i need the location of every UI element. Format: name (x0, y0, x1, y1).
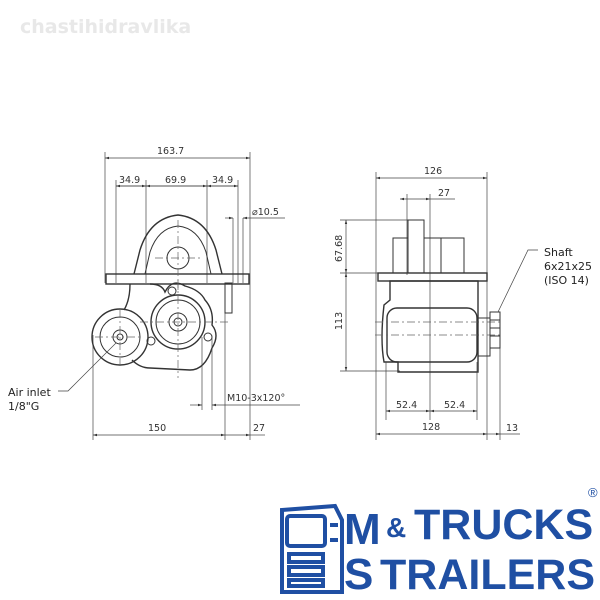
dim-hole-right: 34.9 (212, 175, 233, 186)
logo-registered-mark: ® (588, 485, 598, 500)
shaft-label: Shaft (544, 246, 573, 259)
logo-letter-m: M (344, 505, 381, 554)
dim-hole-center: 69.9 (165, 175, 186, 186)
dim-top-width: 126 (424, 166, 442, 177)
shaft-standard: (ISO 14) (544, 274, 589, 287)
dim-half-left: 52.4 (396, 400, 417, 411)
dim-body-height: 113 (334, 312, 345, 330)
logo-letter-s: S (344, 550, 374, 599)
dim-hole-diameter: ⌀10.5 (252, 207, 279, 218)
air-inlet-label: Air inlet (8, 386, 51, 399)
truck-logo-icon (280, 503, 344, 594)
dim-hole-left: 34.9 (119, 175, 140, 186)
dim-bottom-offset: 27 (253, 423, 265, 434)
dim-overall-width: 163.7 (157, 146, 184, 157)
dim-offset: 27 (438, 188, 450, 199)
logo-ampersand: & (386, 512, 407, 543)
dim-thread: M10-3x120° (227, 393, 285, 404)
dim-half-right: 52.4 (444, 400, 465, 411)
front-view: 163.7 34.9 69.9 34.9 ⌀10.5 (8, 146, 300, 440)
dim-upper-height: 67.68 (334, 235, 345, 262)
air-inlet-size: 1/8"G (8, 400, 39, 413)
side-view: 126 27 67.68 113 (334, 166, 592, 440)
logo-word-trailers: TRAILERS (380, 551, 595, 599)
shaft-spec: 6x21x25 (544, 260, 592, 273)
dim-bottom-width-side: 128 (422, 422, 440, 433)
dim-bottom-width: 150 (148, 423, 166, 434)
logo-word-trucks: TRUCKS (414, 501, 594, 549)
watermark: chastihidravlika (20, 16, 192, 38)
dim-shaft-length: 13 (506, 423, 518, 434)
